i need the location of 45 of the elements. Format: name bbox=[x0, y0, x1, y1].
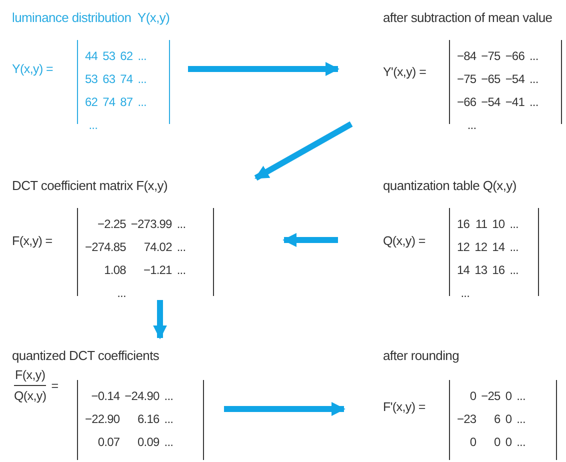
step-heading: luminance distribution Y(x,y) bbox=[12, 10, 170, 25]
matrix-row-text: −66 −54 −41 ... bbox=[457, 94, 538, 110]
matrix-label: Y(x,y) = bbox=[12, 62, 54, 76]
matrix bbox=[449, 208, 539, 296]
step-heading: DCT coefficient matrix F(x,y) bbox=[12, 178, 168, 193]
fraction-denominator: Q(x,y) bbox=[14, 388, 46, 403]
matrix-row-text: ... bbox=[116, 284, 127, 302]
matrix-row-text: −75 −65 −54 ... bbox=[457, 70, 538, 88]
matrix bbox=[77, 380, 204, 460]
step-heading: quantized DCT coefficients bbox=[12, 348, 160, 363]
matrix-row-text: 14 13 16 ... bbox=[457, 262, 518, 278]
matrix-row-text: 12 12 14 ... bbox=[457, 238, 518, 256]
matrix-row-text: ... bbox=[88, 116, 99, 134]
matrix bbox=[449, 380, 557, 460]
matrix-label: F(x,y) = bbox=[12, 234, 52, 248]
matrix-row-text: −84 −75 −66 ... bbox=[457, 48, 538, 64]
equals-sign: = bbox=[51, 378, 58, 392]
matrix-label: F'(x,y) = bbox=[383, 400, 426, 414]
matrix-row-text: 0 −25 0 ... bbox=[468, 388, 526, 404]
step-heading: quantization table Q(x,y) bbox=[383, 178, 516, 193]
matrix-row-text: 62 74 87 ... bbox=[85, 94, 146, 110]
matrix-row-text: −22.90 6.16 ... bbox=[85, 410, 174, 428]
matrix-row-text: 44 53 62 ... bbox=[85, 48, 146, 64]
matrix-row-text: 0 0 0 ... bbox=[468, 434, 526, 450]
arrow bbox=[282, 233, 338, 247]
step-heading: after rounding bbox=[383, 348, 460, 363]
matrix-row-text: 1.08 −1.21 ... bbox=[103, 262, 186, 278]
matrix-label: Q(x,y) = bbox=[383, 234, 426, 248]
fraction-numerator: F(x,y) bbox=[14, 368, 46, 386]
arrow bbox=[188, 62, 340, 76]
arrow bbox=[224, 402, 346, 416]
matrix-row-text: −2.25 −273.99 ... bbox=[96, 216, 186, 232]
matrix-row-text: ... bbox=[466, 116, 478, 134]
matrix-row-text: 16 11 10 ... bbox=[457, 216, 518, 232]
matrix-row-text: −23 6 0 ... bbox=[457, 410, 526, 428]
matrix-row-text: −274.85 74.02 ... bbox=[85, 238, 186, 256]
arrow bbox=[153, 300, 167, 340]
step-heading: after subtraction of mean value bbox=[383, 10, 552, 25]
matrix-label: Y'(x,y) = bbox=[383, 65, 426, 79]
arrow bbox=[254, 121, 353, 181]
matrix bbox=[77, 208, 214, 296]
matrix-row-text: 0.07 0.09 ... bbox=[96, 434, 174, 450]
matrix-row-text: 53 63 74 ... bbox=[85, 70, 146, 88]
matrix-row-text: −0.14 −24.90 ... bbox=[90, 388, 174, 404]
matrix-row-text: ... bbox=[460, 284, 471, 302]
